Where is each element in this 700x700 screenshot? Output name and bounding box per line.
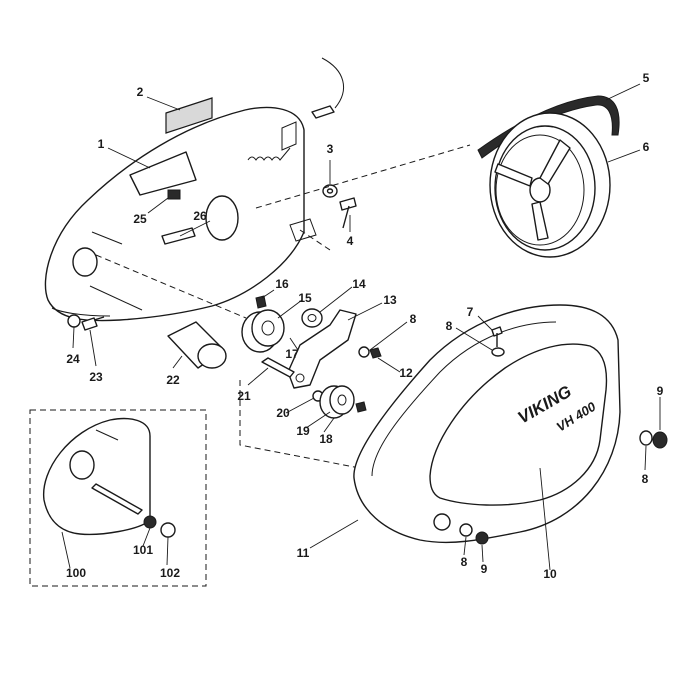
callout-24: 24 xyxy=(66,352,80,366)
callout-101: 101 xyxy=(133,543,153,557)
callout-2: 2 xyxy=(137,85,144,99)
alignment-line-bracket xyxy=(299,229,331,251)
callout-4: 4 xyxy=(347,234,354,248)
callout-9-right: 9 xyxy=(657,384,664,398)
cover-rod xyxy=(89,285,143,311)
callout-23: 23 xyxy=(89,370,103,384)
part-24-washer xyxy=(67,314,81,328)
callout-22: 22 xyxy=(166,373,180,387)
cover-lower-bracket xyxy=(289,218,317,242)
callout-1: 1 xyxy=(98,137,105,151)
part-14-nut-hole xyxy=(307,314,317,322)
alignment-line-lower xyxy=(239,380,371,471)
callout-16: 16 xyxy=(275,277,289,291)
callout-6: 6 xyxy=(643,140,650,154)
cover-spring-bracket xyxy=(281,121,297,151)
cover-large-hole xyxy=(205,195,239,241)
callout-12: 12 xyxy=(399,366,413,380)
part-8-washer-a xyxy=(358,346,370,358)
callout-25: 25 xyxy=(133,212,147,226)
callout-9-bottom: 9 xyxy=(481,562,488,576)
part-8-washer-d xyxy=(459,523,473,537)
callout-18: 18 xyxy=(319,432,333,446)
callout-13: 13 xyxy=(383,293,397,307)
part-19-idler-pulley xyxy=(319,385,355,419)
callout-8-top: 8 xyxy=(446,319,453,333)
alignment-line-cover xyxy=(95,254,247,319)
callout-8-bottom: 8 xyxy=(461,555,468,569)
part-100-cover-plate xyxy=(42,417,151,536)
callout-17: 17 xyxy=(285,347,299,361)
cable-end-fitting xyxy=(311,105,335,119)
part-6-pulley xyxy=(489,112,611,258)
part-22-sleeve xyxy=(167,321,227,369)
leader-lines xyxy=(61,83,661,571)
callout-11: 11 xyxy=(297,546,310,560)
part-101-nut xyxy=(143,515,157,529)
part-1-inner-cover-tab xyxy=(129,151,197,196)
callout-15: 15 xyxy=(298,291,312,305)
part-16-screw xyxy=(255,295,267,309)
callout-5: 5 xyxy=(643,71,650,85)
callout-100: 100 xyxy=(66,566,86,580)
part-15-roller xyxy=(241,309,285,353)
part-7-bolt xyxy=(491,326,503,347)
part-14-nut xyxy=(301,308,323,328)
part-10-decal-panel xyxy=(429,343,608,506)
callout-8-right: 8 xyxy=(642,472,649,486)
callout-20: 20 xyxy=(276,406,290,420)
part-25-clip xyxy=(167,189,181,200)
part-2-label-plate xyxy=(165,97,213,134)
part-18-nut xyxy=(355,401,367,413)
control-cable xyxy=(321,57,344,109)
part-3-washer-hole xyxy=(326,188,334,194)
callout-14: 14 xyxy=(352,277,366,291)
spring xyxy=(247,147,291,161)
alignment-line-pulley xyxy=(255,144,471,209)
part-13-bracket-hole xyxy=(295,373,305,383)
part-13-bracket xyxy=(287,309,357,389)
part-4-bolt xyxy=(339,197,357,229)
callout-3: 3 xyxy=(327,142,334,156)
part-9-nut-b xyxy=(475,531,489,545)
part-1-inner-cover xyxy=(44,106,305,322)
part-100-bolt xyxy=(91,483,143,515)
part-100-hole xyxy=(69,450,95,480)
part-26-bolt xyxy=(161,227,196,245)
cover-left-hole xyxy=(72,247,98,277)
part-8-washer-b xyxy=(491,347,505,357)
cover-slot xyxy=(91,231,123,245)
part-100-slot xyxy=(95,429,119,441)
part-23-bolt xyxy=(81,316,105,331)
part-12-nut xyxy=(369,347,382,359)
callout-7: 7 xyxy=(467,305,474,319)
callout-10: 10 xyxy=(543,567,557,581)
part-9-nut-a xyxy=(652,431,668,449)
outer-cover-boss xyxy=(433,513,451,531)
callout-labels: 1 2 3 4 5 6 7 8 8 8 8 9 9 10 11 12 13 14… xyxy=(66,71,664,581)
callout-8-bracket: 8 xyxy=(410,312,417,326)
callout-21: 21 xyxy=(237,389,251,403)
part-102-washer xyxy=(160,522,176,538)
callout-26: 26 xyxy=(193,209,207,223)
part-8-washer-c xyxy=(639,430,653,446)
inset-box xyxy=(29,409,207,587)
part-21-bolt xyxy=(261,357,295,378)
callout-102: 102 xyxy=(160,566,180,580)
part-1-cover-edge xyxy=(51,307,111,317)
callout-19: 19 xyxy=(296,424,310,438)
part-11-outer-cover-inner-edge xyxy=(371,321,557,477)
